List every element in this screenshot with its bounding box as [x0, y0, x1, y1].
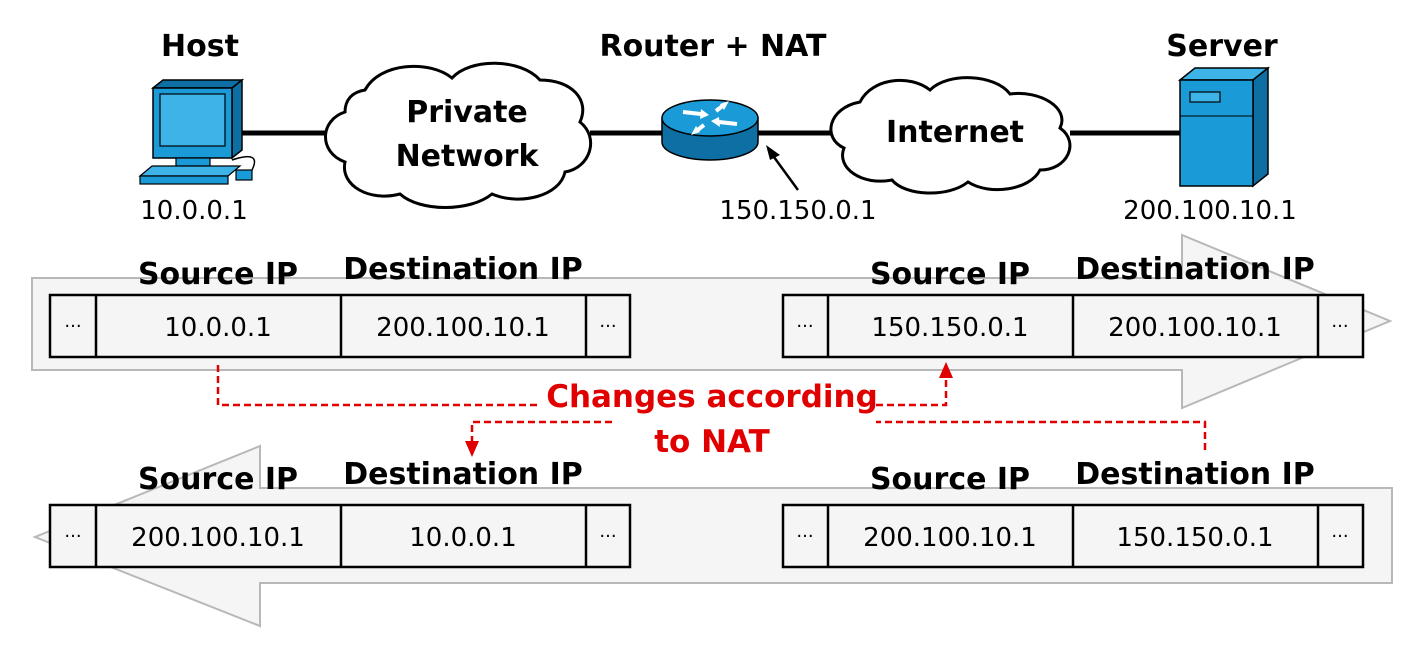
router-interface-pointer — [766, 145, 800, 191]
server-ip: 200.100.10.1 — [1123, 196, 1297, 226]
packet-ellipsis: ··· — [796, 526, 813, 547]
nat-annotation-line2: to NAT — [654, 424, 770, 460]
private-network-line2: Network — [396, 139, 540, 174]
destination-ip-value: 150.150.0.1 — [1116, 523, 1273, 553]
packet-outbound-after: Source IP Destination IP ··· 150.150.0.1… — [781, 252, 1365, 359]
inbound-change-connector — [470, 420, 612, 444]
source-ip-value: 150.150.0.1 — [871, 313, 1028, 343]
server-icon — [1177, 66, 1271, 188]
source-ip-value: 10.0.0.1 — [164, 313, 272, 343]
nat-change-connectors — [216, 365, 1207, 450]
packet-ellipsis: ··· — [1331, 526, 1348, 547]
packet-ellipsis: ··· — [1331, 316, 1348, 337]
packet-ellipsis: ··· — [599, 526, 616, 547]
destination-ip-value: 10.0.0.1 — [409, 523, 517, 553]
header-source-ip: Source IP — [138, 462, 298, 497]
nat-annotation-line1: Changes according — [546, 379, 878, 415]
host-ip: 10.0.0.1 — [140, 196, 248, 226]
packet-inbound-before: Source IP Destination IP ··· 200.100.10.… — [781, 457, 1365, 569]
header-source-ip: Source IP — [138, 257, 298, 292]
packet-inbound-after: Source IP Destination IP ··· 200.100.10.… — [48, 457, 632, 569]
header-destination-ip: Destination IP — [343, 252, 583, 287]
private-network-line1: Private — [406, 95, 528, 130]
header-source-ip: Source IP — [870, 462, 1030, 497]
packet-ellipsis: ··· — [64, 526, 81, 547]
destination-ip-value: 200.100.10.1 — [1108, 313, 1282, 343]
inbound-change-arrowhead — [465, 441, 479, 457]
outbound-change-arrowhead — [939, 362, 953, 378]
outbound-arrow — [31, 233, 1393, 410]
header-source-ip: Source IP — [870, 257, 1030, 292]
internet-label: Internet — [886, 115, 1024, 150]
server-label: Server — [1166, 29, 1278, 64]
source-ip-value: 200.100.10.1 — [131, 523, 305, 553]
inbound-arrow — [32, 444, 1393, 628]
header-destination-ip: Destination IP — [343, 457, 583, 492]
router-label: Router + NAT — [599, 29, 827, 64]
source-ip-value: 200.100.10.1 — [863, 523, 1037, 553]
packet-ellipsis: ··· — [64, 316, 81, 337]
computer-icon — [138, 78, 256, 185]
inbound-change-connector — [876, 420, 1207, 450]
packet-ellipsis: ··· — [599, 316, 616, 337]
host-label: Host — [161, 29, 239, 64]
internet-cloud-icon — [829, 76, 1072, 195]
outbound-change-connector — [876, 378, 948, 407]
private-network-cloud-icon — [324, 61, 593, 209]
outbound-change-connector — [216, 365, 540, 407]
router-ip: 150.150.0.1 — [719, 196, 876, 226]
packet-outbound-before: Source IP Destination IP ··· 10.0.0.1 20… — [48, 252, 632, 359]
header-destination-ip: Destination IP — [1075, 457, 1315, 492]
packet-ellipsis: ··· — [796, 316, 813, 337]
header-destination-ip: Destination IP — [1075, 252, 1315, 287]
router-icon — [661, 99, 759, 161]
destination-ip-value: 200.100.10.1 — [376, 313, 550, 343]
